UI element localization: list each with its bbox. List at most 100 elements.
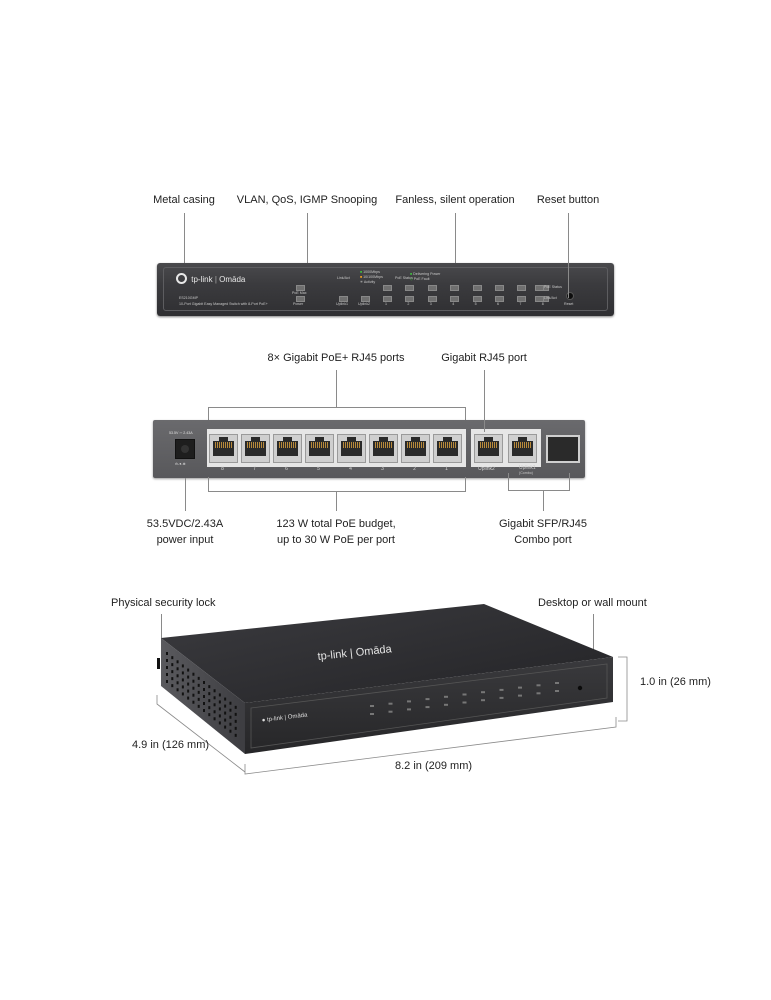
iso-led (499, 688, 504, 691)
leader-line (593, 614, 594, 650)
port-number-label: 1 (385, 302, 387, 306)
dc-power-jack[interactable] (175, 439, 195, 459)
vent-hole (176, 681, 179, 685)
bracket-line (569, 473, 570, 491)
iso-led (462, 693, 467, 696)
vent-hole (176, 688, 179, 692)
brand-logo: tp-link | Omāda (176, 273, 245, 284)
rj45-poe-port[interactable] (209, 434, 238, 463)
brand-name: tp-link (191, 275, 213, 284)
port-number-label: 3 (429, 302, 432, 306)
vent-hole (218, 721, 221, 725)
callout-poe-budget: 123 W total PoE budget, up to 30 W PoE p… (276, 516, 395, 548)
vent-hole (208, 713, 211, 717)
rj45-poe-port[interactable] (337, 434, 366, 463)
callout-line: power input (156, 534, 214, 546)
vent-hole (166, 666, 168, 669)
vent-hole (197, 683, 200, 687)
rj45-poe-port[interactable] (241, 434, 270, 463)
legend-10-100: 10/100Mbps (363, 275, 383, 279)
leader-line (185, 478, 186, 511)
callout-metal-casing: Metal casing (153, 194, 215, 206)
iso-led (555, 682, 559, 684)
rj45-poe-port[interactable] (401, 434, 430, 463)
uplink2-led (361, 296, 370, 302)
bracket-line (208, 477, 209, 492)
model-description: 10-Port Gigabit Easy Managed Switch with… (179, 302, 268, 306)
uplink2-label: Uplink2 (358, 302, 370, 306)
iso-led (388, 710, 393, 713)
bracket-line (508, 473, 509, 491)
vent-hole (192, 672, 195, 676)
rj45-poe-port[interactable] (305, 434, 334, 463)
vent-hole (187, 675, 190, 679)
vent-hole (192, 700, 195, 704)
vent-hole (187, 668, 190, 672)
rj45-uplink1-combo-port[interactable] (508, 434, 537, 463)
leader-line (336, 370, 337, 408)
leader-line (161, 614, 162, 640)
iso-led (388, 702, 393, 705)
callout-poe-ports: 8× Gigabit PoE+ RJ45 ports (267, 352, 405, 364)
front-leds (370, 682, 559, 715)
vent-hole (166, 673, 168, 676)
callout-fanless: Fanless, silent operation (395, 194, 515, 206)
vent-hole (197, 697, 200, 701)
depth-dimension-line (156, 695, 246, 773)
combo-label: (Combo) (519, 471, 533, 475)
vent-hole (213, 689, 216, 693)
vent-hole (234, 719, 237, 723)
callout-mount: Desktop or wall mount (538, 597, 647, 609)
callout-line: Gigabit SFP/RJ45 (498, 518, 588, 530)
front-logo: ● tp-link | Omāda (262, 712, 309, 724)
vent-hole (224, 704, 227, 708)
leader-line (455, 213, 456, 265)
rj45-poe-port[interactable] (433, 434, 462, 463)
vent-hole (187, 689, 190, 693)
vent-hole (203, 681, 205, 684)
iso-led (536, 684, 541, 687)
reset-label: Reset (564, 302, 574, 306)
port-number-label: 8 (221, 466, 224, 472)
vent-hole (197, 690, 200, 694)
legend-activity: Activity (363, 280, 376, 284)
vent-hole (229, 701, 232, 705)
power-label: Power (293, 302, 304, 306)
uplink1-port-label: Uplink1 (519, 465, 536, 471)
vent-hole (234, 726, 237, 730)
tplink-logo-icon (176, 273, 187, 284)
vent-hole (192, 679, 195, 683)
rj45-uplink2-port[interactable] (474, 434, 503, 463)
vent-hole (166, 659, 168, 662)
port-number-label: 7 (519, 302, 522, 306)
callout-line: 53.5VDC/2.43A (146, 518, 224, 530)
uplink1-led (339, 296, 348, 302)
vent-hole (171, 656, 174, 660)
iso-led (555, 690, 559, 692)
callout-vlan-qos-igmp: VLAN, QoS, IGMP Snooping (236, 194, 378, 206)
switch-front-panel: tp-link | Omāda ES210GMP 10-Port Gigabit… (157, 263, 614, 316)
vent-hole (229, 708, 232, 712)
vent-hole (166, 680, 168, 683)
rj45-poe-port[interactable] (369, 434, 398, 463)
vent-hole (187, 682, 190, 686)
sfp-port[interactable] (546, 435, 580, 463)
bracket-line (208, 407, 466, 408)
poe-max-label: PoE Max (292, 291, 307, 295)
port-number-label: 7 (253, 466, 256, 472)
rj45-poe-port[interactable] (273, 434, 302, 463)
vent-hole (166, 652, 168, 655)
vent-hole (181, 692, 184, 696)
legend-poe-fault: PoE Fault (413, 277, 430, 281)
link-act-side-led (535, 296, 544, 302)
port-poe-led (472, 285, 482, 291)
bracket-line (508, 490, 570, 491)
callout-reset-button: Reset button (536, 194, 600, 206)
front-bezel (250, 663, 608, 749)
reset-button[interactable] (566, 292, 574, 300)
vent-hole (171, 670, 174, 674)
vent-hole (171, 684, 174, 688)
vent-hole (224, 725, 227, 729)
dimension-height: 1.0 in (26 mm) (640, 676, 711, 688)
vent-hole (213, 717, 216, 721)
